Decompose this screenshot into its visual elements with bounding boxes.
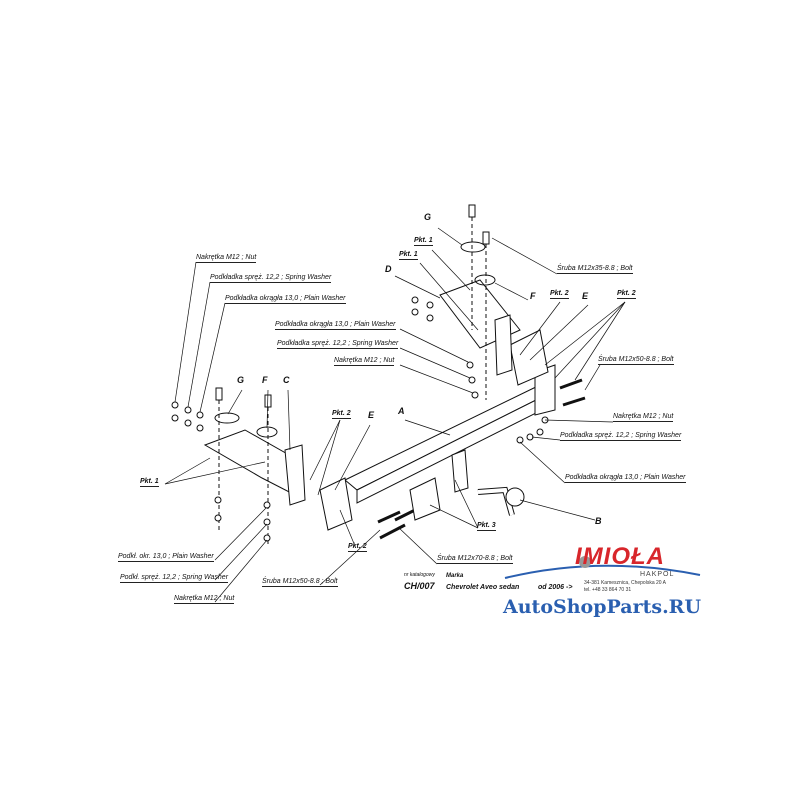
vehicle-model: Chevrolet Aveo sedan xyxy=(446,584,520,591)
watermark: AutoShopParts.RU xyxy=(503,596,702,618)
label-plain-washer: Podkładka okrągła 13,0 ; Plain Washer xyxy=(275,321,396,330)
part-letter-g: G xyxy=(424,212,432,222)
catalog-number: CH/007 xyxy=(404,581,435,591)
part-letter-f: F xyxy=(530,291,536,301)
company-address: 34-381 Kamesznica, Chepolska 20 A xyxy=(584,580,666,586)
company-phone: tel. +48 33 864 70 31 xyxy=(584,587,632,593)
crossbar-a xyxy=(344,364,556,504)
bracket-right-tall xyxy=(494,314,513,376)
part-letter-e: E xyxy=(582,291,589,301)
label-bolt-m12x70: Śruba M12x70-8.8 ; Bolt xyxy=(437,555,513,564)
hook-bracket xyxy=(451,449,469,493)
nuts-washers xyxy=(171,296,549,542)
label-spring-washer: Podkładka spręż. 12,2 ; Spring Washer xyxy=(277,340,399,349)
point-1-marker: Pkt. 1 xyxy=(414,237,433,246)
part-letter-c: C xyxy=(283,375,290,385)
part-letter-e: E xyxy=(368,410,375,420)
bracket-e-right xyxy=(509,329,549,386)
label-nut: Nakrętka M12 ; Nut xyxy=(196,254,257,263)
part-letter-d: D xyxy=(385,264,392,274)
label-spring-washer: Podkł. spręż. 12,2 ; Spring Washer xyxy=(120,574,229,583)
label-bolt-m12x50: Śruba M12x50-8.8 ; Bolt xyxy=(262,578,338,587)
label-plain-washer: Podkładka okrągła 13,0 ; Plain Washer xyxy=(225,295,346,304)
washer-f-left xyxy=(256,426,278,438)
bracket-left-tall xyxy=(284,444,306,506)
label-spring-washer: Podkładka spręż. 12,2 ; Spring Washer xyxy=(560,432,682,441)
point-2-marker: Pkt. 2 xyxy=(550,290,569,299)
washer-g-top xyxy=(460,241,486,253)
point-3-marker: Pkt. 3 xyxy=(477,522,496,531)
logo-ball-icon xyxy=(579,556,591,568)
part-letter-f: F xyxy=(262,375,268,385)
label-plain-washer: Podkładka okrągła 13,0 ; Plain Washer xyxy=(565,474,686,483)
bracket-e-left xyxy=(319,477,353,531)
label-bolt-m12x35: Śruba M12x35-8.8 ; Bolt xyxy=(557,265,633,274)
leader-lines xyxy=(164,227,626,603)
label-nut: Nakrętka M12 ; Nut xyxy=(334,357,395,366)
label-nut: Nakrętka M12 ; Nut xyxy=(613,413,674,422)
point-1-marker: Pkt. 1 xyxy=(140,478,159,487)
part-letter-a: A xyxy=(398,406,405,416)
point-2-marker: Pkt. 2 xyxy=(617,290,636,299)
part-letter-b: B xyxy=(595,516,602,526)
point-2-marker: Pkt. 2 xyxy=(348,543,367,552)
label-plain-washer: Podkł. okr. 13,0 ; Plain Washer xyxy=(118,553,214,562)
washer-f-top xyxy=(474,274,496,286)
washer-g-left xyxy=(214,412,240,424)
point-1-marker: Pkt. 1 xyxy=(399,251,418,260)
hakpol-logo: HAKPOL xyxy=(640,571,675,578)
point-2-marker: Pkt. 2 xyxy=(332,410,351,419)
imiola-logo: IMIOŁA xyxy=(575,543,665,570)
model-year: od 2006 -> xyxy=(538,584,573,591)
logo-swoosh xyxy=(504,564,701,579)
brand-label: Marka xyxy=(446,573,464,579)
part-letter-g: G xyxy=(237,375,245,385)
tow-ball-b xyxy=(477,486,525,516)
label-nut: Nakrętka M12 ; Nut xyxy=(174,595,235,604)
label-spring-washer: Podkładka spręż. 12,2 ; Spring Washer xyxy=(210,274,332,283)
label-bolt-m12x50: Śruba M12x50-8.8 ; Bolt xyxy=(598,356,674,365)
catalog-number-label: nr katalogowy xyxy=(404,572,435,578)
socket-plate xyxy=(409,477,441,521)
